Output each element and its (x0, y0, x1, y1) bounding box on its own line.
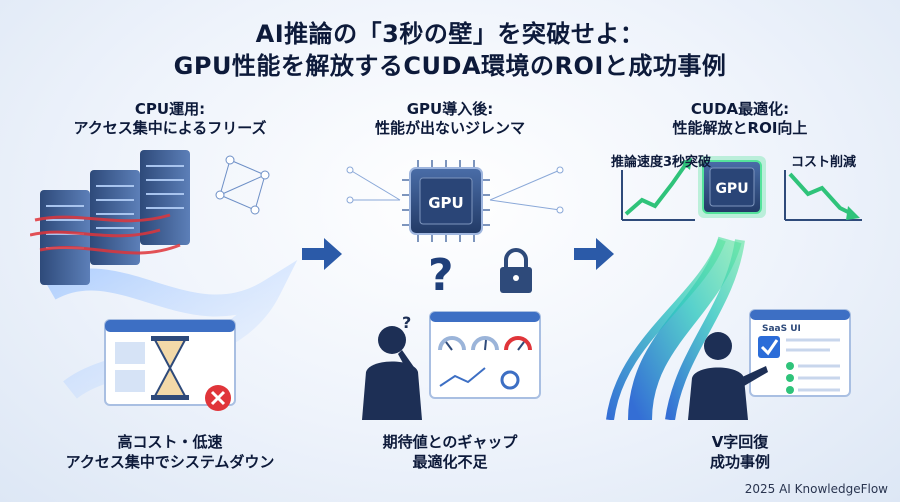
gauge-icon (445, 339, 525, 351)
panel-1-caption-line1: 高コスト・低速 (117, 433, 223, 451)
panel-1-caption: 高コスト・低速 アクセス集中でシステムダウン (20, 432, 320, 472)
network-graph-icon (215, 155, 270, 215)
presenter-person-icon (688, 332, 768, 420)
panel-2-caption: 期待値とのギャップ 最適化不足 (300, 432, 600, 472)
overload-heat-streaks (30, 213, 181, 255)
saas-window (749, 309, 851, 397)
speed-breakthrough-label: 推論速度3秒突破 (611, 155, 712, 170)
panel-1-heading-line1: CPU運用: (134, 100, 206, 118)
check-icon (760, 339, 779, 356)
trend-line-icon (439, 367, 486, 387)
hourglass-icon (151, 336, 189, 400)
panel-2-heading-line1: GPU導入後: (406, 100, 494, 118)
panel-2-heading: GPU導入後: 性能が出ないジレンマ (300, 100, 600, 138)
title-line-1: AI推論の「3秒の壁」を突破せよ： (255, 20, 645, 48)
panel-2-heading-line2: 性能が出ないジレンマ (374, 119, 525, 137)
network-graph-icon (346, 166, 564, 214)
question-mark-icon: ? (428, 250, 454, 301)
panel-1-heading-line2: アクセス集中によるフリーズ (73, 119, 267, 137)
thinking-person-icon: ? (362, 313, 422, 420)
panel-2-caption-line1: 期待値とのギャップ (382, 433, 518, 451)
server-rack-icon (40, 150, 190, 285)
lock-icon (500, 248, 532, 293)
gpu-chip-label: GPU (715, 181, 748, 197)
panel-1-caption-line2: アクセス集中でシステムダウン (65, 453, 275, 471)
panel-3-caption-line2: 成功事例 (709, 453, 770, 471)
panel-2-illustration: GPU ? ? (346, 160, 564, 420)
energy-flow (606, 236, 745, 420)
growth-chart-icon (621, 158, 695, 221)
panel-3-heading: CUDA最適化: 性能解放とROI向上 (590, 100, 890, 138)
error-x-icon (205, 385, 231, 411)
gpu-chip-icon (402, 160, 490, 242)
panel-1-illustration (30, 150, 298, 411)
panel-2-caption-line2: 最適化不足 (412, 453, 488, 471)
gpu-chip-label: GPU (428, 194, 464, 212)
copyright-footer: 2025 AI KnowledgeFlow (744, 482, 888, 496)
decline-chart-icon (784, 170, 862, 221)
gpu-chip-icon (698, 156, 766, 218)
panel-1-heading: CPU運用: アクセス集中によるフリーズ (20, 100, 320, 138)
title-line-2: GPU性能を解放するCUDA環境のROIと成功事例 (173, 52, 727, 80)
frozen-window (104, 319, 236, 406)
panel-3-heading-line2: 性能解放とROI向上 (672, 119, 808, 137)
panel-3-caption-line1: V字回復 (711, 433, 769, 451)
panel-3-heading-line1: CUDA最適化: (690, 100, 790, 118)
saas-ui-label: SaaS UI (762, 324, 801, 334)
cost-reduction-label: コスト削減 (791, 155, 857, 170)
arrow-right-icon-2 (574, 238, 614, 270)
panel-3-illustration: GPU SaaS UI (606, 156, 862, 420)
svg-text:?: ? (402, 313, 411, 332)
panel-3-caption: V字回復 成功事例 (590, 432, 890, 472)
performance-dashboard (429, 311, 541, 399)
gear-icon (500, 370, 520, 390)
arrow-right-icon-1 (302, 238, 342, 270)
